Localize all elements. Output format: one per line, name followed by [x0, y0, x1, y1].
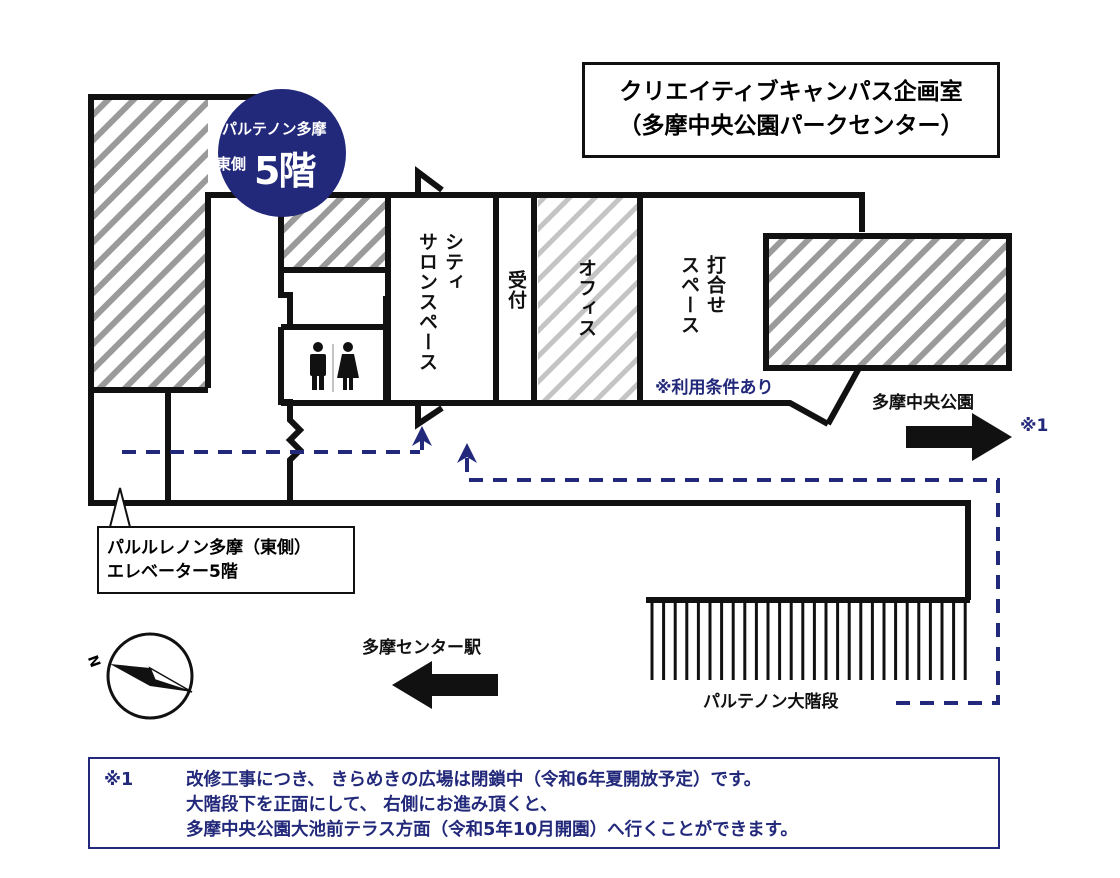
right-block-hatched	[766, 236, 1009, 368]
title-line2: （多摩中央公園パークセンター）	[618, 113, 964, 139]
room-city-salon-line2: サロンスペース	[416, 232, 438, 372]
floor-badge-circle	[218, 89, 346, 217]
room-office: オフィス	[575, 258, 597, 338]
walls	[88, 94, 1012, 600]
arrow-right-icon	[906, 413, 1012, 461]
direction-stairs: パルテノン大階段	[703, 692, 839, 712]
footnote-mark: ※1	[104, 770, 134, 790]
hatched-areas	[91, 97, 1009, 402]
route-arrow-up-icon	[412, 426, 432, 446]
callout-pointer	[108, 487, 132, 528]
restroom-icon	[310, 342, 359, 392]
room-meeting-line2: スペース	[678, 255, 700, 335]
room-reception: 受付	[505, 270, 527, 310]
badge-building: パルテノン多摩	[222, 120, 327, 138]
badge-side: 東側	[216, 155, 247, 173]
left-building-hatched	[91, 97, 208, 388]
badge-floor: 5階	[254, 149, 316, 193]
office-hatched	[538, 198, 638, 402]
direction-park-note: ※1	[1020, 416, 1049, 436]
footnote-box: ※1 改修工事につき、 きらめきの広場は閉鎖中（令和6年夏開放予定）です。 大階…	[88, 757, 1000, 849]
route-arrow-up-icon	[457, 443, 477, 463]
footnote-line: 大階段下を正面にして、 右側にお進み頂くと、	[186, 795, 558, 815]
compass-north-label: N	[84, 653, 103, 669]
stairs	[646, 597, 970, 680]
route-dashed	[122, 440, 1000, 705]
route-arrowheads	[412, 426, 477, 463]
arrow-left-icon	[392, 661, 498, 709]
compass-icon	[106, 632, 194, 720]
callout-line1: パルルレノン多摩（東側）	[107, 538, 311, 558]
elevator-callout: パルルレノン多摩（東側） エレベーター5階	[97, 526, 355, 594]
meeting-usage-note: ※利用条件あり	[655, 378, 774, 398]
footnote-line: 多摩中央公園大池前テラス方面（令和5年10月開園）へ行くことができます。	[186, 820, 798, 840]
direction-park: 多摩中央公園	[872, 393, 974, 413]
title-line1: クリエイティブキャンパス企画室	[619, 79, 963, 105]
footnote-line: 改修工事につき、 きらめきの広場は閉鎖中（令和6年夏開放予定）です。	[186, 770, 762, 790]
direction-station: 多摩センター駅	[362, 638, 481, 658]
title-box: クリエイティブキャンパス企画室 （多摩中央公園パークセンター）	[582, 62, 1000, 158]
room-city-salon-line1: シティ	[442, 232, 464, 292]
room-meeting-line1: 打合せ	[704, 255, 726, 315]
callout-line2: エレベーター5階	[107, 562, 238, 582]
